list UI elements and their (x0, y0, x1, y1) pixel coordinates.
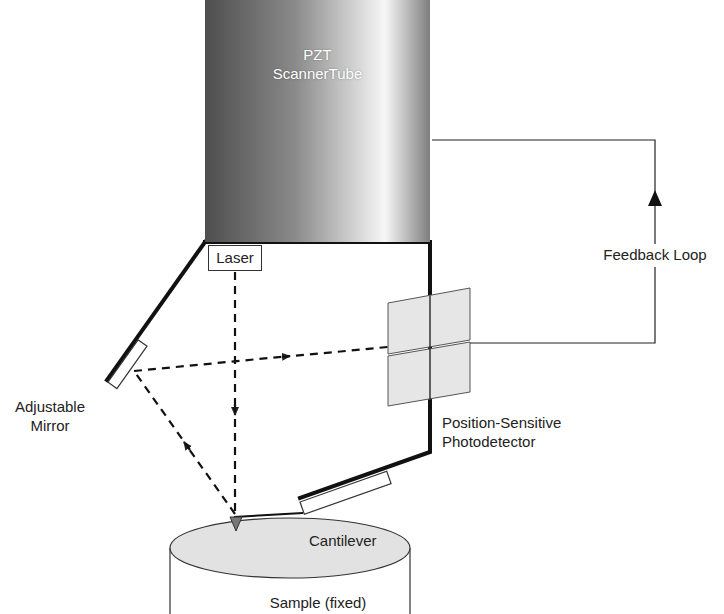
node-text: PZT ScannerTube (263, 46, 373, 84)
probe-tip (230, 517, 242, 531)
part-label: Cantilever (306, 530, 380, 553)
laser-beam (134, 272, 430, 514)
sample-cylinder (170, 518, 410, 614)
scanner-tube: PZT ScannerTube (205, 0, 430, 242)
scanner-frame (107, 242, 430, 498)
part-label: Position-Sensitive Photodetector (442, 414, 592, 452)
laser-box: Laser (208, 245, 262, 271)
feedback-label: Feedback Loop (600, 244, 709, 267)
cantilever-holder (300, 471, 391, 514)
cantilever-beam (234, 513, 303, 517)
feedback-wire (432, 140, 662, 343)
node-text: Laser (216, 249, 254, 268)
part-label: Sample (fixed) (270, 594, 367, 613)
photodetector (388, 288, 470, 406)
part-label: Adjustable Mirror (8, 398, 92, 436)
